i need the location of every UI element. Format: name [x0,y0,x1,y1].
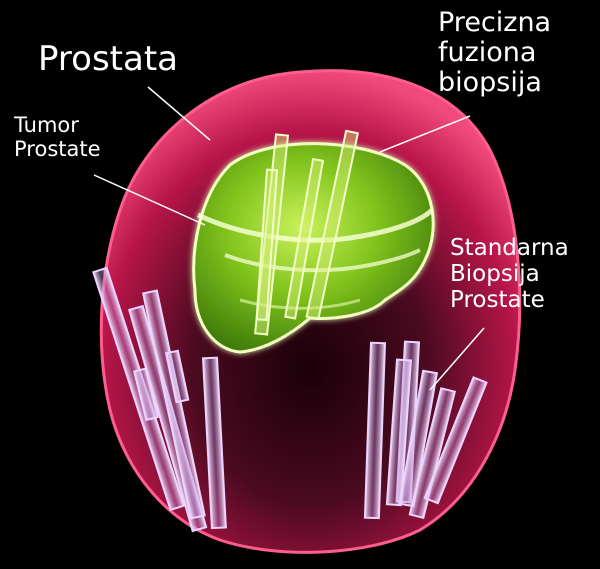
tumor-shape [192,142,435,354]
standard-needle [132,367,160,422]
leader-line-fusion [379,115,471,153]
standard-biopsy-label-line: Standarna [450,235,569,261]
standard-biopsy-label: Standarna Biopsija Prostate [450,235,569,313]
standard-needle [201,356,227,530]
standard-needle [398,369,439,508]
standard-needle [408,387,457,520]
leader-line-standard [429,327,485,391]
standard-needle [141,289,206,520]
leader-line-prostate [147,86,211,141]
standard-needle [363,341,387,520]
tumor-contour-band [196,208,434,243]
leader-lines [93,86,485,391]
tumor-contour-band [239,298,361,310]
prostate-label: Prostata [38,39,178,79]
tumor [192,142,435,354]
standard-needle [164,349,190,404]
fusion-needle [305,129,360,321]
standard-biopsy-label-line: Biopsija [450,260,540,287]
standard-needles-left [92,266,227,533]
fusion-biopsy-label-line: fuziona [438,37,537,69]
fusion-biopsy-label-line: biopsija [438,67,542,99]
tumor-contour-band [224,248,421,273]
fusion-biopsy-needles [254,129,360,336]
standard-needle [385,358,413,507]
standard-needles-right [363,340,488,520]
standard-needle [423,376,488,505]
standard-biopsy-label-line: Prostate [450,286,545,313]
tumor-label-line: Tumor [14,113,79,137]
fusion-needle [284,157,325,320]
leader-line-tumor [93,174,206,226]
fusion-biopsy-label: Precizna fuziona biopsija [438,7,552,99]
tumor-label: Tumor Prostate [14,113,101,161]
tumor-label-line: Prostate [14,136,101,161]
fusion-needle [255,168,279,322]
fusion-biopsy-label-line: Precizna [438,7,552,38]
